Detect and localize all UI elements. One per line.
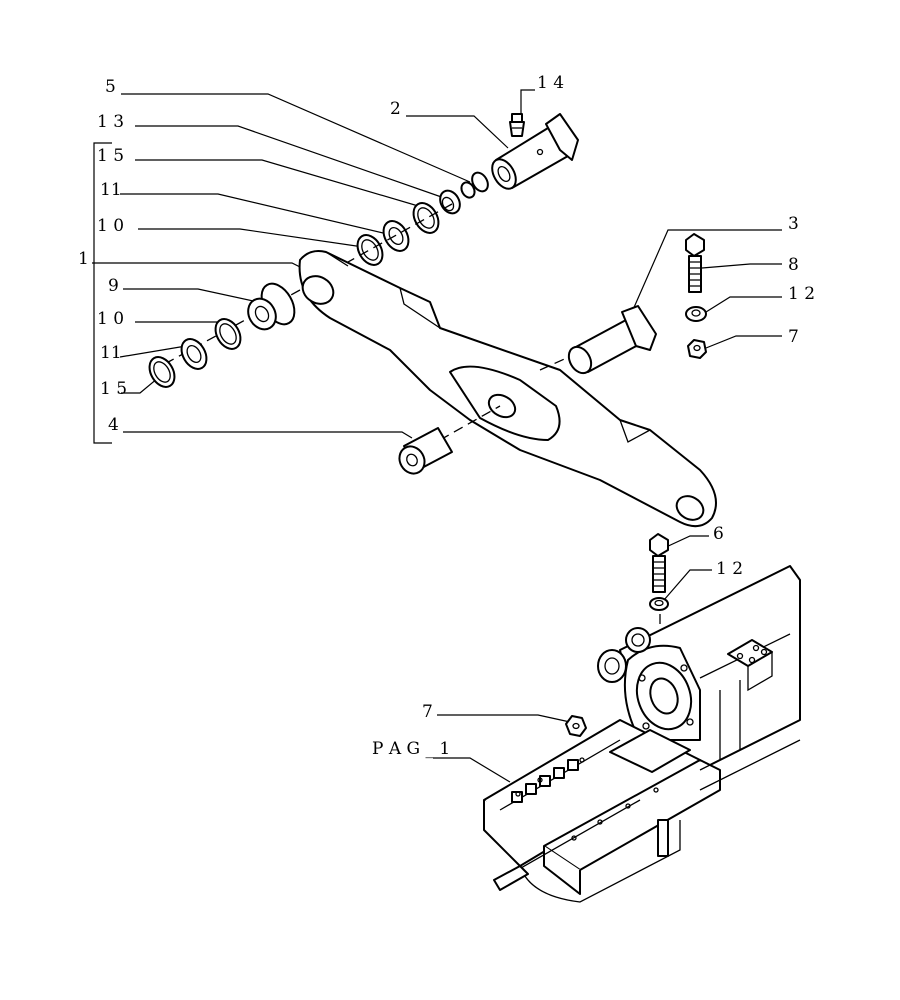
callout-11-top: 11 xyxy=(100,180,122,200)
snap-ring-10-bottom xyxy=(214,318,242,350)
washer-12-top xyxy=(685,306,707,322)
snap-ring-15-bottom xyxy=(148,356,176,388)
callout-14: 1 4 xyxy=(537,73,564,93)
rear-housing xyxy=(597,565,801,771)
callout-10-top: 1 0 xyxy=(97,216,124,236)
callout-2: 2 xyxy=(390,99,401,119)
callout-1: 1 xyxy=(78,249,89,269)
frame-rails xyxy=(483,719,801,903)
callout-12-bottom: 1 2 xyxy=(716,559,743,579)
callout-10-bottom: 1 0 xyxy=(97,309,124,329)
callout-15-bottom: 1 5 xyxy=(100,379,127,399)
bushing-4 xyxy=(398,427,453,475)
callout-11-bottom: 11 xyxy=(100,343,122,363)
bolt-8 xyxy=(685,233,705,293)
callout-5: 5 xyxy=(105,77,116,97)
callout-6: 6 xyxy=(713,524,724,544)
washer-11-bottom xyxy=(180,338,208,370)
callout-3: 3 xyxy=(788,214,799,234)
callout-7-bottom: 7 xyxy=(422,702,433,722)
snap-ring-10-top xyxy=(356,234,384,266)
callout-7-top: 7 xyxy=(788,327,799,347)
pin-3 xyxy=(567,305,657,375)
page-reference: P A G _ 1 xyxy=(372,739,450,759)
callout-13: 1 3 xyxy=(97,112,124,132)
nut-7-bottom xyxy=(565,715,587,737)
callout-4: 4 xyxy=(108,415,119,435)
lift-arm-1 xyxy=(298,250,717,528)
nut-7-top xyxy=(687,339,707,359)
grease-fitting-5 xyxy=(460,171,489,199)
bolt-6 xyxy=(649,533,669,593)
axis-line-bushing-4 xyxy=(439,405,501,441)
grease-nipple-14 xyxy=(509,113,525,137)
washer-12-bottom xyxy=(649,597,669,611)
bushing-9 xyxy=(247,282,296,331)
washer-11-top xyxy=(382,220,410,252)
callout-15-top: 1 5 xyxy=(97,146,124,166)
callout-8: 8 xyxy=(788,255,799,275)
bushing-13 xyxy=(439,189,461,215)
leader-lines xyxy=(92,89,782,783)
axis-line-top xyxy=(329,203,453,273)
callout-12-top: 1 2 xyxy=(788,284,815,304)
pin-2 xyxy=(491,113,579,190)
callout-9: 9 xyxy=(108,276,119,296)
